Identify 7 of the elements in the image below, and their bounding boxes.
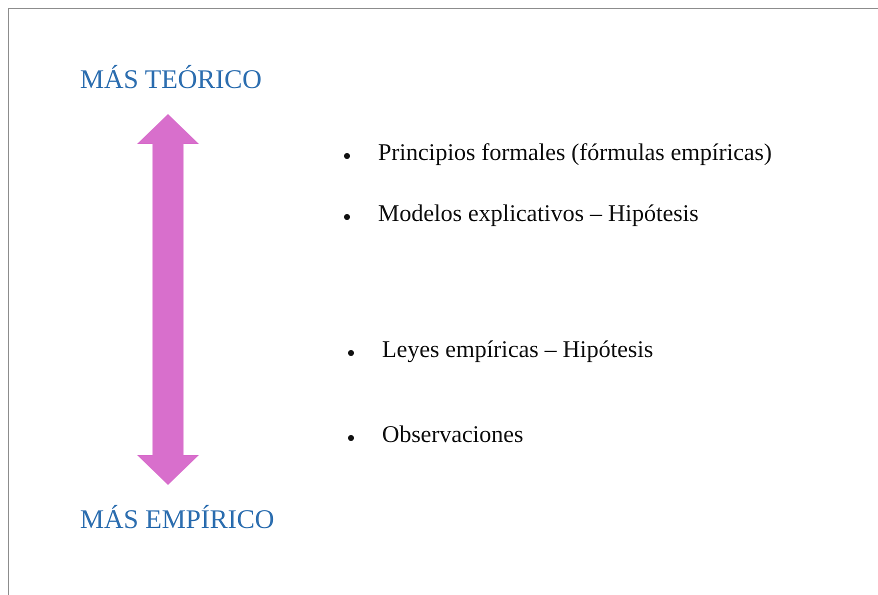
bullet-text: Principios formales (fórmulas empíricas) — [378, 140, 772, 167]
bullet-text: Leyes empíricas – Hipótesis — [382, 337, 654, 364]
scale-label: MÁS EMPÍRICO — [80, 504, 274, 535]
scale-label: MÁS TEÓRICO — [80, 64, 262, 95]
double-arrow — [137, 114, 199, 485]
bullet-text: Observaciones — [382, 422, 524, 449]
bullet-text: Modelos explicativos – Hipótesis — [378, 201, 699, 228]
